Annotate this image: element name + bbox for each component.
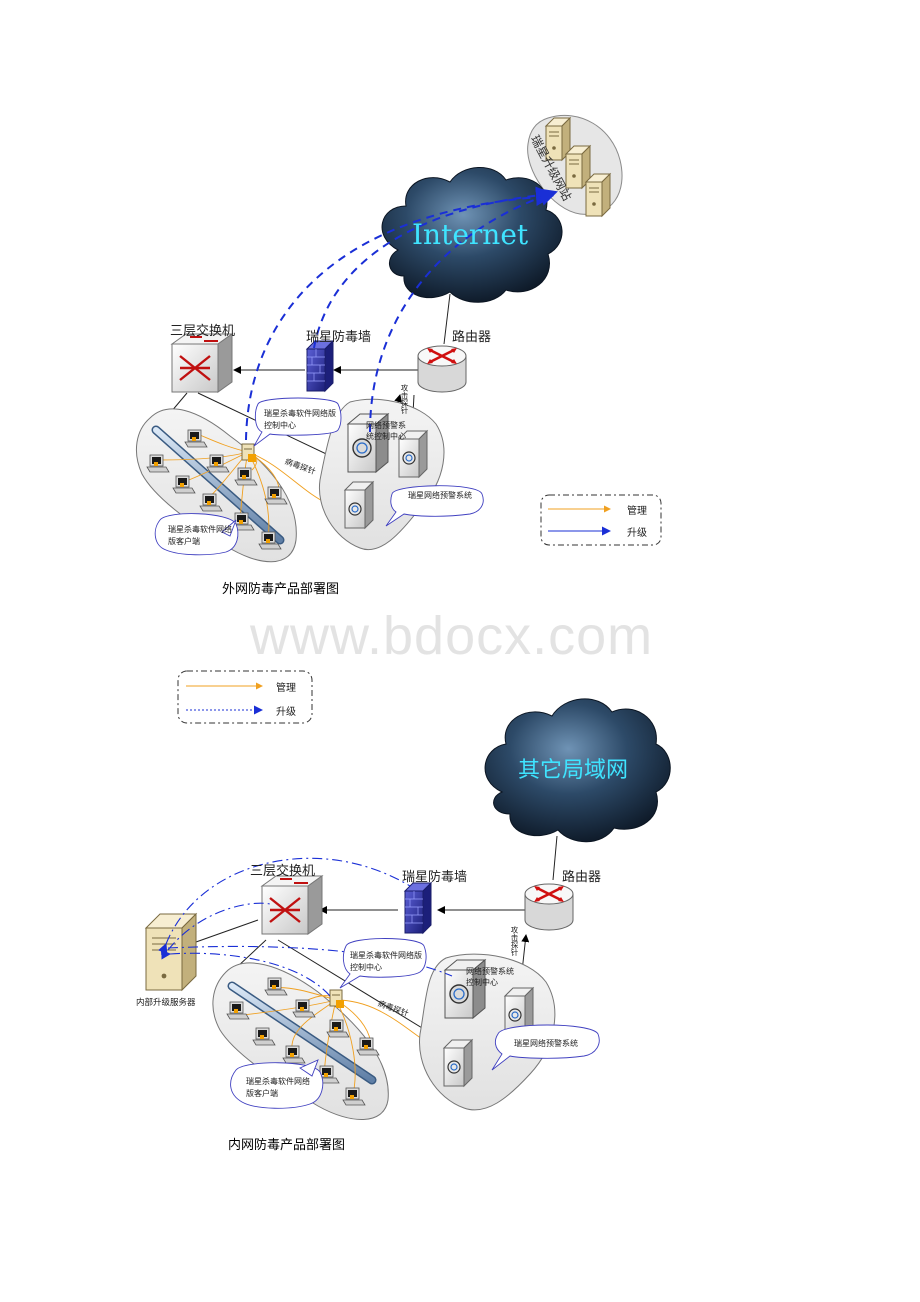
upgrade-server-icon bbox=[585, 173, 611, 217]
attack-probe-label: 攻击探针 bbox=[400, 384, 409, 414]
client-label: 瑞星杀毒软件网络版客户端 bbox=[168, 525, 232, 546]
internal-upgrade-server-icon bbox=[144, 912, 198, 992]
legend-box-2 bbox=[177, 670, 313, 724]
firewall-icon bbox=[306, 340, 334, 392]
internet-cloud-label: Internet bbox=[412, 218, 529, 251]
callout-alarm-system-2 bbox=[491, 1024, 600, 1071]
control-center-icon bbox=[241, 443, 256, 462]
lan-cloud bbox=[484, 698, 671, 843]
callout-control-center bbox=[253, 397, 342, 447]
legend-box-1 bbox=[540, 494, 662, 546]
control-center-icon-2 bbox=[329, 989, 344, 1008]
l3-switch-icon bbox=[170, 332, 234, 394]
diagram-external bbox=[136, 114, 662, 563]
legend1-upgrade: 升级 bbox=[627, 528, 647, 539]
legend1-manage: 管理 bbox=[627, 506, 647, 517]
callout-control-center-2 bbox=[339, 938, 427, 989]
l3-switch-label-2: 三层交换机 bbox=[250, 864, 316, 879]
alarm-center-label-2: 网络预警系统控制中心 bbox=[466, 967, 514, 987]
watermark: www.bdocx.com bbox=[250, 606, 654, 666]
router-icon-2 bbox=[523, 882, 575, 932]
control-center-label-2: 瑞星杀毒软件网络版控制中心 bbox=[350, 951, 422, 972]
router-icon bbox=[416, 344, 468, 394]
lan-cloud-label: 其它局域网 bbox=[518, 758, 629, 783]
client-label-2: 瑞星杀毒软件网络版客户端 bbox=[246, 1077, 310, 1098]
internal-server-label: 内部升级服务器 bbox=[136, 998, 196, 1008]
attack-probe-label-2: 攻击探针 bbox=[510, 926, 519, 956]
diagram-internal bbox=[144, 670, 671, 1120]
alarm-probe-icon bbox=[443, 1039, 473, 1087]
router-label-2: 路由器 bbox=[562, 870, 602, 885]
callout-client-2 bbox=[230, 1062, 324, 1109]
alarm-system-label-2: 瑞星网络预警系统 bbox=[514, 1039, 578, 1048]
alarm-probe-icon bbox=[344, 481, 374, 529]
legend2-manage: 管理 bbox=[276, 683, 296, 694]
callout-alarm-system bbox=[385, 485, 484, 527]
l3-switch-icon-2 bbox=[260, 874, 324, 936]
alarm-system-label: 瑞星网络预警系统 bbox=[408, 491, 472, 500]
firewall-label-2: 瑞星防毒墙 bbox=[402, 870, 468, 885]
firewall-label: 瑞星防毒墙 bbox=[306, 330, 372, 345]
control-center-label: 瑞星杀毒软件网络版控制中心 bbox=[264, 409, 336, 430]
caption-external: 外网防毒产品部署图 bbox=[222, 582, 340, 597]
legend2-upgrade: 升级 bbox=[276, 707, 296, 718]
firewall-icon-2 bbox=[404, 882, 432, 934]
router-label: 路由器 bbox=[452, 330, 492, 345]
alarm-center-label: 网络预警系统控制中心 bbox=[366, 421, 406, 441]
l3-switch-label: 三层交换机 bbox=[170, 324, 236, 339]
pc-icon bbox=[356, 1037, 380, 1056]
caption-internal: 内网防毒产品部署图 bbox=[228, 1138, 346, 1153]
callout-client bbox=[154, 513, 239, 556]
